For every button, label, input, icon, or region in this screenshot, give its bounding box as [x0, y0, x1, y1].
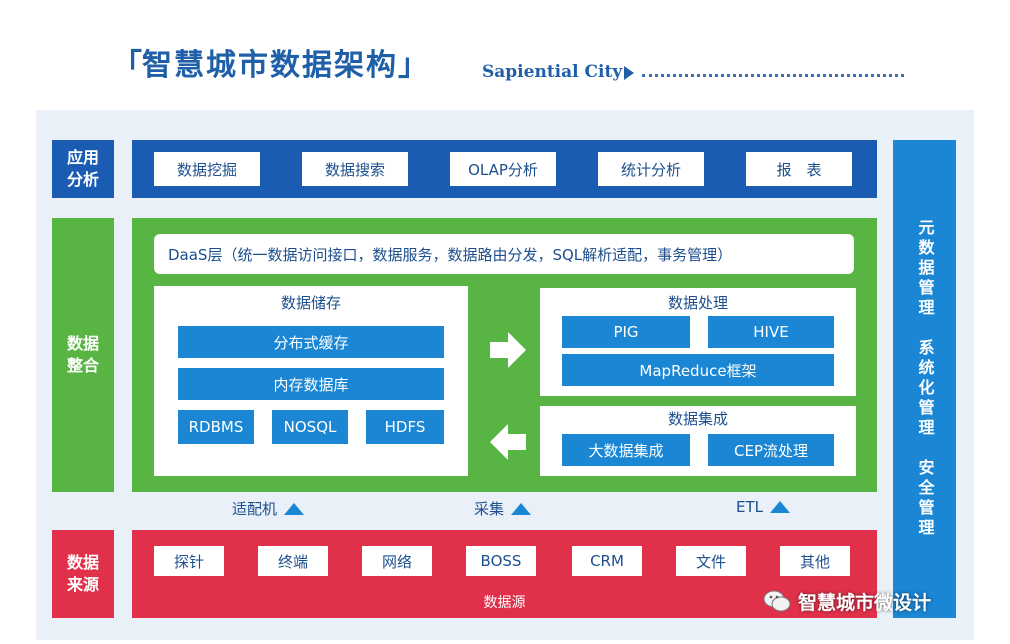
bar-big-data-integration: 大数据集成 — [562, 434, 690, 466]
source-item-boss: BOSS — [466, 546, 536, 576]
app-item-data-mining: 数据挖掘 — [154, 152, 260, 186]
source-item-other: 其他 — [780, 546, 850, 576]
bar-memory-db: 内存数据库 — [178, 368, 444, 400]
connector-adapter: 适配机 — [232, 498, 305, 519]
diagram-title: 「 智慧城市数据架构 」 — [112, 40, 428, 84]
label-application: 应用分析 — [52, 140, 114, 198]
mgmt-system: 系统化管理 — [915, 339, 935, 439]
bar-pig: PIG — [562, 316, 690, 348]
data-integration-title: 数据集成 — [667, 410, 728, 428]
app-item-data-search: 数据搜索 — [302, 152, 408, 186]
wechat-icon — [763, 590, 791, 612]
source-item-probe: 探针 — [154, 546, 224, 576]
storage-title: 数据储存 — [280, 294, 341, 312]
source-item-network: 网络 — [362, 546, 432, 576]
processing-title: 数据处理 — [667, 294, 728, 312]
management-column: 元数据管理 系统化管理 安全管理 — [893, 140, 956, 618]
connector-etl: ETL — [736, 498, 791, 516]
title-bracket-open: 「 — [112, 48, 142, 83]
mgmt-metadata: 元数据管理 — [915, 219, 935, 319]
up-arrow-icon — [511, 502, 532, 515]
bar-hive: HIVE — [708, 316, 834, 348]
label-source: 数据来源 — [52, 530, 114, 618]
bar-mapreduce: MapReduce框架 — [562, 354, 834, 386]
title-bracket-close: 」 — [398, 48, 428, 83]
arrow-left-icon — [490, 424, 526, 460]
up-arrow-icon — [770, 501, 790, 513]
watermark-text: 智慧城市微设计 — [798, 591, 932, 614]
bar-cep: CEP流处理 — [708, 434, 834, 466]
app-item-statistics: 统计分析 — [598, 152, 704, 186]
watermark: 智慧城市微设计 — [762, 586, 931, 616]
subtitle: Sapiential City — [482, 62, 623, 82]
bar-hdfs: HDFS — [366, 410, 444, 444]
up-arrow-icon — [284, 502, 305, 515]
title-text: 智慧城市数据架构 — [142, 48, 398, 83]
app-item-olap: OLAP分析 — [450, 152, 556, 186]
daas-layer: DaaS层（统一数据访问接口，数据服务，数据路由分发，SQL解析适配，事务管理） — [154, 234, 854, 274]
bar-distributed-cache: 分布式缓存 — [178, 326, 444, 358]
dotted-divider — [642, 74, 904, 77]
app-item-report: 报 表 — [746, 152, 852, 186]
bar-rdbms: RDBMS — [178, 410, 254, 444]
source-caption: 数据源 — [483, 595, 526, 611]
bar-nosql: NOSQL — [272, 410, 348, 444]
source-item-terminal: 终端 — [258, 546, 328, 576]
subtitle-arrow-icon — [624, 66, 634, 80]
source-item-crm: CRM — [572, 546, 642, 576]
arrow-right-icon — [490, 332, 526, 368]
label-integration: 数据整合 — [52, 218, 114, 492]
source-item-file: 文件 — [676, 546, 746, 576]
connector-collect: 采集 — [474, 498, 532, 519]
mgmt-security: 安全管理 — [915, 459, 935, 539]
